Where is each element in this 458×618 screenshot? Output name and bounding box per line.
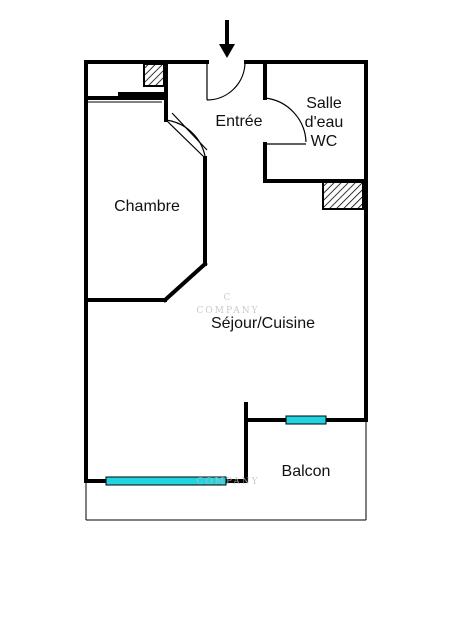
label-salle-line2: d'eau bbox=[305, 114, 344, 131]
watermark-logo: C bbox=[224, 293, 233, 303]
watermark: C COMPANY COMPANY bbox=[196, 293, 259, 487]
hatched-duct-top bbox=[143, 63, 165, 87]
bathroom-walls bbox=[263, 60, 368, 183]
hatched-duct-right bbox=[322, 181, 364, 210]
down-arrow-icon bbox=[219, 20, 235, 58]
watermark-text-lower: COMPANY bbox=[196, 477, 259, 487]
entrance-door bbox=[206, 61, 246, 101]
label-balcon: Balcon bbox=[282, 463, 331, 480]
bedroom-walls bbox=[84, 60, 208, 303]
label-sejour: Séjour/Cuisine bbox=[211, 315, 315, 332]
label-salle-line1: Salle bbox=[306, 95, 342, 112]
label-entree: Entrée bbox=[215, 113, 262, 130]
balcony-outline bbox=[85, 420, 367, 521]
window-balcony-side bbox=[285, 415, 327, 425]
window-bay bbox=[105, 476, 227, 486]
label-chambre: Chambre bbox=[114, 198, 180, 215]
bedroom-door bbox=[165, 112, 208, 159]
label-salle-line3: WC bbox=[311, 133, 338, 150]
watermark-text: COMPANY bbox=[196, 306, 259, 316]
